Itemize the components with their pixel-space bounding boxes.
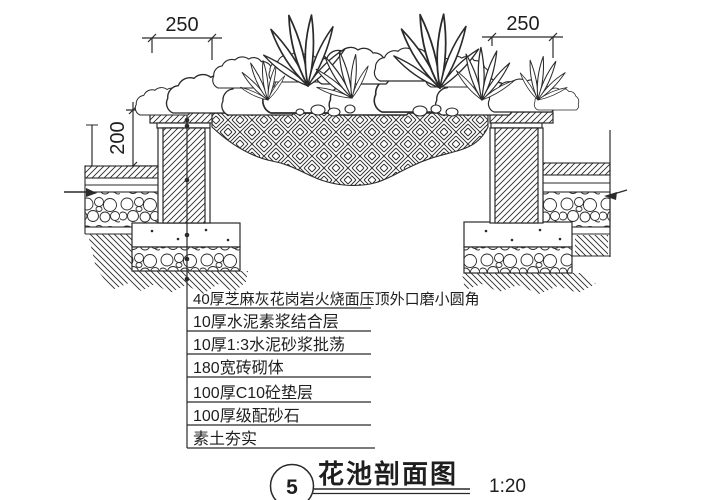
- drawing-title: 花池剖面图: [318, 459, 458, 489]
- right-wall: [489, 111, 554, 224]
- layer-annotation: 100厚C10砼垫层: [193, 384, 313, 402]
- dim-top-left-value: 250: [165, 14, 198, 36]
- layer-annotation: 100厚级配砂石: [193, 407, 300, 425]
- title-block: 5 花池剖面图 1:20: [269, 459, 526, 500]
- left-wall: [149, 111, 213, 224]
- right-grade-arrow: [604, 189, 628, 200]
- layer-annotation: 10厚水泥素浆结合层: [193, 313, 339, 331]
- dim-top-right-value: 250: [506, 13, 539, 35]
- layer-annotation-list: 40厚芝麻灰花岗岩火烧面压顶外口磨小圆角 10厚水泥素浆结合层 10厚1:3水泥…: [187, 291, 480, 449]
- dimension-top-right: [482, 32, 563, 58]
- left-footing: [131, 222, 241, 272]
- layer-leader-line: [184, 115, 190, 448]
- layer-annotation: 180宽砖砌体: [193, 359, 284, 377]
- planting-soil-section: [211, 112, 489, 187]
- left-grade-arrow: [64, 188, 97, 197]
- drawing-scale: 1:20: [489, 476, 526, 497]
- layer-annotation: 40厚芝麻灰花岗岩火烧面压顶外口磨小圆角: [193, 291, 480, 308]
- right-subsoil-hatch: [462, 235, 608, 294]
- left-pavement: [84, 124, 159, 235]
- detail-number: 5: [286, 476, 298, 499]
- detail-bubble: [269, 463, 315, 500]
- soil-stones: [295, 104, 459, 117]
- dim-left-height-value: 200: [107, 121, 129, 154]
- layer-annotation: 10厚1:3水泥砂浆批荡: [193, 336, 345, 354]
- left-subsoil-hatch: [88, 234, 248, 294]
- right-footing: [463, 221, 573, 274]
- right-pavement: [542, 130, 611, 257]
- dimension-top-left: [142, 33, 222, 60]
- layer-annotation: 素土夯实: [193, 430, 257, 448]
